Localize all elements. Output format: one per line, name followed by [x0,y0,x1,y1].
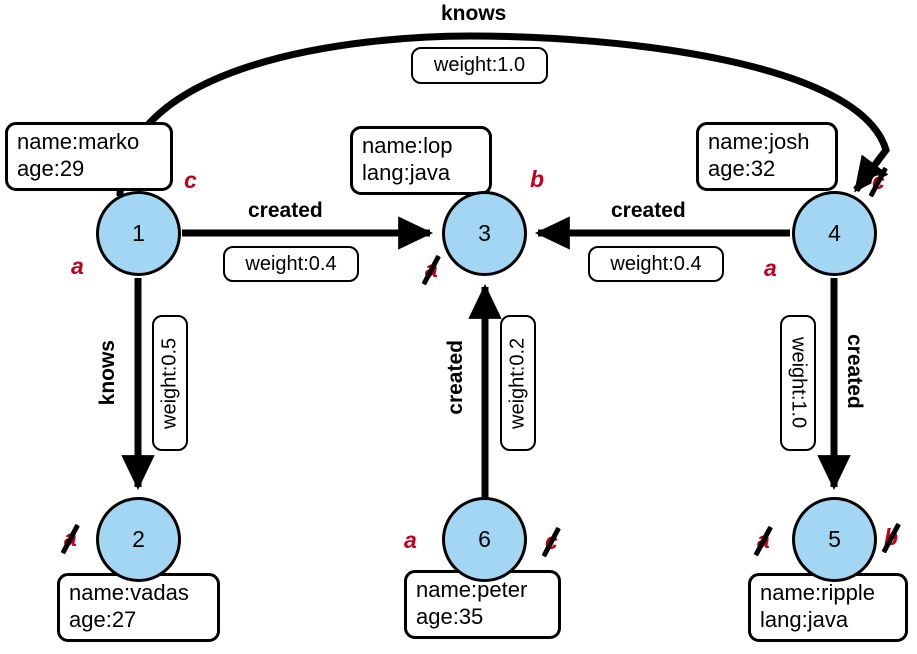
node-props-6: name:peter age:35 [404,570,561,639]
graph-node-6[interactable]: 6 [442,497,527,582]
annotation-letter: a [764,255,777,281]
edge-weight-created-1-3: weight:0.4 [223,246,359,282]
annotation-node1-c: c [184,167,197,194]
edge-label-created-4-3: created [611,199,686,222]
annotation-node1-a: a [71,253,84,280]
node-prop-line: name:vadas [69,580,189,605]
annotation-node4-c: c [868,166,888,197]
annotation-node2-a: a [60,523,80,554]
edge-weight-created-4-3: weight:0.4 [588,246,724,282]
annotation-node6-c: c [541,526,561,557]
annotation-node5-a: a [753,525,773,556]
annotation-node3-a: a [421,254,441,285]
node-prop-line: age:32 [708,155,776,181]
edge-label-created-6-3: created [444,340,467,415]
node-props-1: name:marko age:29 [5,122,173,191]
annotation-node3-b: b [530,166,544,193]
node-label: 5 [828,526,841,552]
graph-node-4[interactable]: 4 [792,191,877,276]
annotation-letter: b [530,166,545,192]
graph-node-3[interactable]: 3 [442,191,527,276]
edge-label-knows-1-2: knows [96,340,119,406]
annotation-node5-b: b [881,522,901,553]
edge-weight-created-4-5: weight:1.0 [780,315,816,451]
node-label: 6 [478,526,491,552]
node-label: 1 [132,220,145,246]
edge-weight-knows-1-2: weight:0.5 [152,315,188,451]
node-prop-line: age:35 [416,603,484,629]
node-prop-line: name:marko [17,129,140,154]
annotation-node6-a: a [404,527,417,554]
node-prop-line: age:27 [69,606,137,632]
node-prop-line: name:peter [416,577,528,602]
annotation-letter: a [404,527,417,553]
node-prop-line: name:lop [362,133,453,158]
edge-weight-created-6-3: weight:0.2 [500,315,536,451]
edge-path-knows-1-4 [116,32,890,197]
graph-node-1[interactable]: 1 [96,191,181,276]
edge-label-knows-1-4: knows [441,2,507,25]
node-props-4: name:josh age:32 [696,122,838,191]
node-props-3: name:lop lang:java [350,126,492,195]
graph-node-2[interactable]: 2 [96,497,181,582]
node-label: 4 [828,220,841,246]
graph-node-5[interactable]: 5 [792,497,877,582]
node-label: 3 [478,220,491,246]
annotation-node4-a: a [764,255,777,282]
node-label: 2 [132,526,145,552]
annotation-letter: c [184,167,197,193]
node-prop-line: name:ripple [760,580,875,605]
edge-label-created-1-3: created [248,199,323,222]
node-prop-line: lang:java [760,606,849,632]
node-props-5: name:ripple lang:java [748,573,908,642]
annotation-letter: a [71,253,84,279]
node-prop-line: age:29 [17,155,85,181]
node-prop-line: lang:java [362,159,451,185]
edge-weight-knows-1-4: weight:1.0 [411,47,548,84]
node-prop-line: name:josh [708,129,810,154]
edge-label-created-4-5: created [843,334,866,409]
node-props-2: name:vadas age:27 [57,573,220,642]
